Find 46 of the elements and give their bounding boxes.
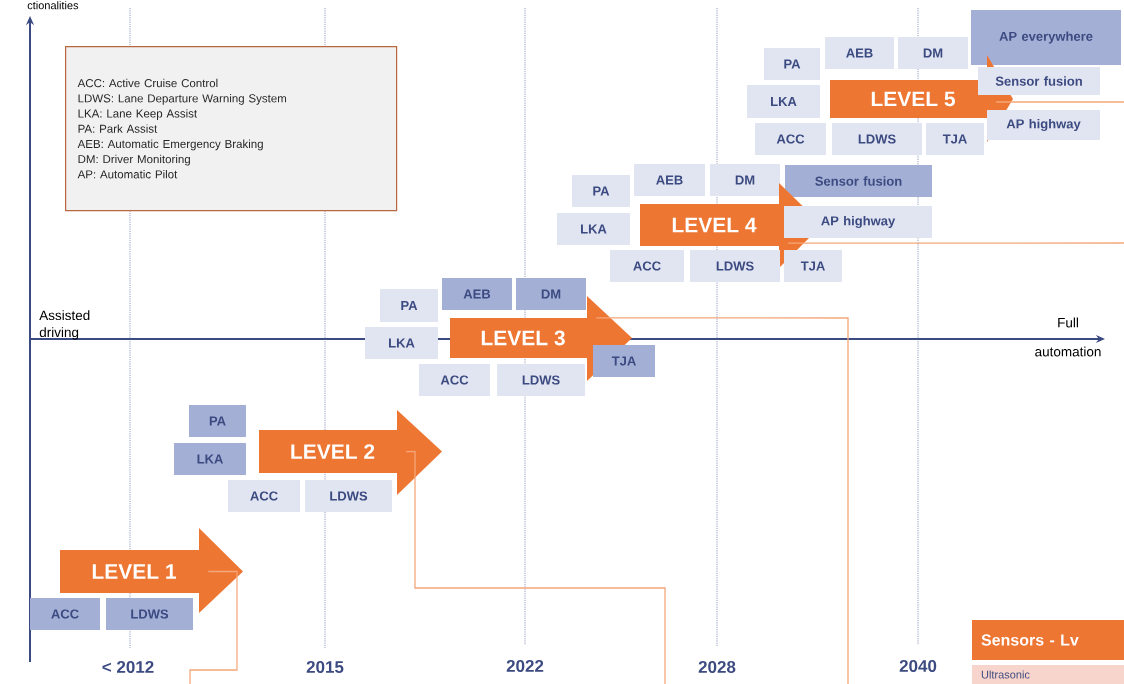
feature-box: AP highway — [987, 110, 1100, 140]
feature-box: ACC — [755, 123, 826, 155]
feature-box: TJA — [784, 250, 842, 282]
connector-line — [595, 317, 849, 684]
feature-box: Sensor fusion — [785, 165, 932, 197]
feature-box: LDWS — [832, 123, 922, 155]
feature-box: PA — [572, 175, 630, 207]
feature-box: LKA — [557, 213, 630, 245]
feature-box: ACC — [419, 364, 490, 396]
feature-box: LDWS — [690, 250, 780, 282]
feature-box: PA — [380, 289, 438, 322]
feature-box: LDWS — [497, 364, 585, 396]
feature-box: AEB — [825, 37, 894, 69]
feature-box: LKA — [747, 85, 820, 118]
feature-box: AEB — [634, 164, 705, 196]
feature-box: ACC — [30, 598, 100, 630]
feature-box: DM — [898, 37, 968, 69]
feature-box: LKA — [365, 327, 438, 359]
axis-label: Assisted driving — [39, 310, 90, 340]
key-box: ACC: Active Cruise Control LDWS: Lane Departure Warning System LKA: Lane Keep Assist PA: Park Assist AEB: Automatic Emergency Braking DM: Driver Monitoring AP: Automatic Pilot — [65, 46, 398, 212]
feature-box: AP everywhere — [971, 10, 1121, 65]
connector-line — [189, 570, 238, 684]
feature-box: DM — [516, 278, 586, 310]
feature-box: PA — [189, 405, 246, 437]
axis-title: ctionalities — [27, 1, 79, 10]
year-label: 2040 — [899, 659, 937, 672]
table-row: Ultrasonic — [972, 665, 1124, 684]
connector-line — [405, 450, 666, 684]
axis-label: Full automation — [1035, 317, 1101, 357]
feature-box: AEB — [442, 278, 512, 310]
feature-box: Sensor fusion — [978, 67, 1100, 95]
feature-box: LDWS — [305, 480, 392, 512]
year-label: 2022 — [506, 659, 544, 672]
feature-box: ACC — [610, 250, 684, 282]
feature-box: TJA — [926, 123, 984, 155]
feature-box: LKA — [174, 443, 246, 475]
year-label: 2028 — [698, 660, 736, 673]
feature-box: LDWS — [106, 598, 193, 630]
feature-box: DM — [710, 164, 780, 196]
feature-box: ACC — [228, 480, 300, 512]
year-label: 2015 — [306, 660, 344, 673]
feature-box: TJA — [593, 345, 655, 377]
feature-box: AP highway — [784, 206, 932, 238]
year-label: < 2012 — [102, 660, 154, 673]
table-header: Sensors - Lv — [972, 620, 1124, 660]
feature-box: PA — [764, 48, 820, 80]
